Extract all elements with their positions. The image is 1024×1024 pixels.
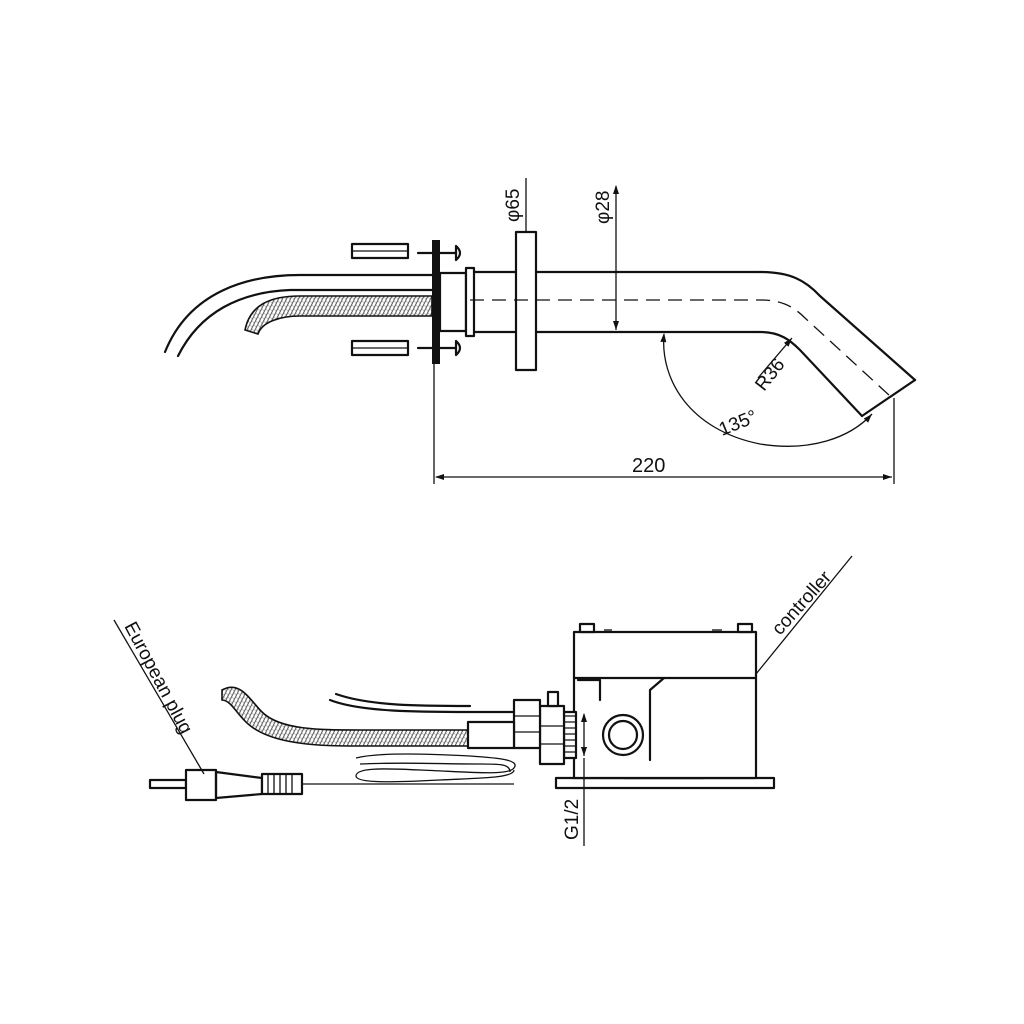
supply-hose-outline	[163, 273, 434, 354]
label-angle: 135°	[716, 406, 760, 440]
screw-bottom	[416, 339, 462, 357]
dimension-length: 220	[433, 364, 895, 484]
controller-hoses	[221, 686, 516, 785]
spout-side-view	[163, 230, 917, 418]
callout-plug: European plug	[113, 618, 205, 775]
label-thread: G1/2	[562, 799, 583, 840]
braided-hose	[244, 295, 433, 335]
dimension-flange-diameter: φ65	[503, 178, 527, 232]
european-plug	[148, 768, 304, 802]
controller-base-plate	[554, 776, 776, 790]
dimension-thread: G1/2	[562, 713, 587, 846]
wall-plate	[432, 240, 440, 364]
flange	[514, 230, 538, 372]
label-spout-diameter: φ28	[593, 191, 614, 224]
label-radius: R36	[751, 355, 789, 395]
callout-controller: controller	[755, 555, 853, 675]
controller-box	[572, 630, 758, 780]
label-flange-diameter: φ65	[503, 189, 524, 222]
controller-unit	[554, 622, 776, 790]
dimension-radius: R36	[751, 337, 793, 395]
spout-connector	[438, 271, 468, 333]
label-length: 220	[632, 455, 665, 477]
dimension-spout-diameter: φ28	[593, 185, 619, 330]
threaded-connector	[512, 690, 578, 766]
label-controller: controller	[768, 567, 836, 640]
screw-top	[416, 244, 462, 262]
label-plug: European plug	[120, 618, 197, 737]
